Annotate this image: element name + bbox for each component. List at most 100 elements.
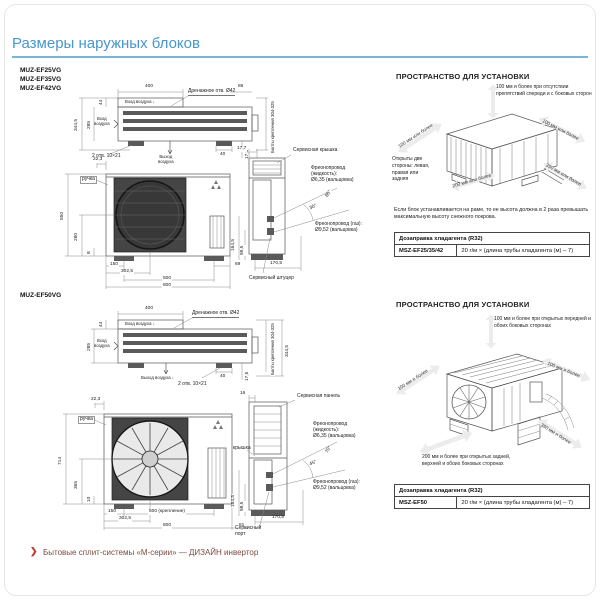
table2-header: Дозаправка хладагента (R32) <box>394 484 590 497</box>
refrigerant-table-2: Дозаправка хладагента (R32) MSZ-EF50 20 … <box>393 484 590 509</box>
dim-400: 400 <box>144 84 155 90</box>
space1-open-note: Открыты две стороны: левая, правая или з… <box>392 156 430 183</box>
u2-inlet-top-label: Вход воздуха ↓ <box>124 321 156 327</box>
u2-bolts-label: Болты крепления 304-325 <box>270 322 276 376</box>
dim-344-5: 344,5 <box>285 343 291 358</box>
title-underline <box>12 56 588 58</box>
dim-69: 69 <box>234 262 242 268</box>
space1-drawing <box>445 113 565 187</box>
u1-service-port-label: Сервисный штуцер <box>249 275 294 281</box>
dim-22-3: 22,3 <box>90 397 102 403</box>
u1-liquid-pipe-label: Фреонопровод(жидкость):Ø6,35 (вальцовка) <box>311 165 354 183</box>
u1-front-view-drawing <box>65 161 231 289</box>
space2-top-note: 100 мм и более при открытых передней и о… <box>494 316 591 329</box>
u1-handle-label: ручка <box>80 176 97 184</box>
u1-top-view-drawing <box>79 89 268 158</box>
u2-handle-label: ручка <box>78 416 95 424</box>
table2-value: 20 г/м × (длина трубы хладагента (м) – 7… <box>456 496 590 509</box>
table1-header: Дозаправка хладагента (R32) <box>394 232 590 245</box>
dim-40: 40 <box>219 152 227 158</box>
space2-diagram: 100 мм и более при открытых передней и о… <box>392 312 598 480</box>
refrigerant-table-1: Дозаправка хладагента (R32) MSZ-EF25/35/… <box>393 232 590 257</box>
dim-164-5: 164,5 <box>231 237 237 252</box>
u2-top-view: 400 Вход воздуха ↓ Дренажное отв. Ø42 28… <box>70 306 305 400</box>
u2-outlet-label: Выход воздуха ↓ <box>140 375 175 381</box>
space2-back-note: 200 мм и более при открытых задней, верх… <box>422 454 511 467</box>
dim-170-5: 170,5 <box>271 515 286 521</box>
dim-16: 16 <box>239 391 247 397</box>
u2-side-view-drawing <box>238 395 346 529</box>
u2-liquid-pipe-label: Фреонопровод(жидкость):Ø6,35 (вальцовка) <box>313 421 356 439</box>
dim-40: 40 <box>219 374 227 380</box>
u2-front-view: 22,3 ручка 714 365 10 150 500 (крепление… <box>58 397 258 538</box>
footer-series-label: Бытовые сплит-системы «М-серии» — ДИЗАЙН… <box>43 548 259 557</box>
dim-44: 44 <box>99 98 105 106</box>
footer-chevron-icon: ❯ <box>30 546 38 556</box>
page-title: Размеры наружных блоков <box>12 35 200 52</box>
mitsubishi-logo-icon <box>211 180 221 189</box>
model-muz-ef50vg: MUZ-EF50VG <box>20 292 62 299</box>
dim-302-5: 302,5 <box>118 516 133 522</box>
model-muz-ef25vg: MUZ-EF25VG <box>20 67 62 74</box>
space1-top-note: 100 мм и более при отсутствии препятстви… <box>496 84 592 97</box>
model-list: MUZ-EF25VG MUZ-EF35VG MUZ-EF42VG <box>20 66 61 93</box>
space1-frame-note: Если блок устанавливается на раме, то ее… <box>394 207 589 221</box>
dim-302-5: 302,5 <box>120 269 135 275</box>
u1-gas-pipe-label: Фреонопровод (газ):Ø9,52 (вальцовка) <box>315 221 362 233</box>
u1-service-cover-label: Сервисная крышка <box>293 147 338 153</box>
mitsubishi-logo-icon <box>213 420 223 429</box>
u1-front-view: 22,3 ручка 550 280 8 150 302,5 500 800 6… <box>58 157 253 294</box>
dim-714: 714 <box>58 455 64 466</box>
u2-front-view-drawing <box>63 401 248 530</box>
dim-98-5: 98,5 <box>240 500 246 512</box>
dim-22-3: 22,3 <box>92 157 104 163</box>
dim-285: 285 <box>87 341 93 352</box>
u2-drain-label: Дренажное отв. Ø42 <box>192 310 240 318</box>
dim-500-krep: 500 (крепление) <box>148 509 187 515</box>
dim-150: 150 <box>109 262 120 268</box>
dim-280: 280 <box>74 231 80 242</box>
u2-gas-pipe-label: Фреонопровод (газ):Ø9,52 (вальцовка) <box>313 479 360 491</box>
table1-model: MSZ-EF25/35/42 <box>393 244 458 257</box>
dim-81: 81 <box>238 523 246 529</box>
space1-heading: ПРОСТРАНСТВО ДЛЯ УСТАНОВКИ <box>396 72 530 81</box>
model-muz-ef42vg: MUZ-EF42VG <box>20 85 62 92</box>
table1-value: 20 г/м × (длина трубы хладагента (м) – 7… <box>456 244 590 257</box>
dim-17-7: 17,7 <box>236 146 248 152</box>
u2-top-view-drawing <box>91 311 284 380</box>
dim-285: 285 <box>87 119 93 130</box>
dim-44: 44 <box>99 320 105 328</box>
dim-164-5: 164,5 <box>231 493 237 508</box>
u2-service-panel-label: Сервисная панель <box>297 393 341 399</box>
dim-500: 500 <box>162 276 173 282</box>
dim-8: 8 <box>87 250 93 255</box>
dim-86: 86 <box>237 84 245 90</box>
dim-17-5: 17,5 <box>245 370 251 382</box>
u2-side-view: 16 Сервисная панель крышка Фреонопровод(… <box>231 391 388 542</box>
dim-365: 365 <box>74 479 80 490</box>
space2-heading: ПРОСТРАНСТВО ДЛЯ УСТАНОВКИ <box>396 300 530 309</box>
table2-model: MSZ-EF50 <box>393 496 458 509</box>
u1-holes-label: 2 отв. 10×21 <box>92 153 121 159</box>
dim-400: 400 <box>144 306 155 312</box>
u1-side-view: 17,7 Сервисная крышка Фреонопровод(жидко… <box>231 146 388 288</box>
u1-drain-label: Дренажное отв. Ø42 <box>188 88 236 96</box>
dim-170-5: 170,5 <box>269 261 284 267</box>
dim-10: 10 <box>87 495 93 503</box>
u2-holes-label: 2 отв. 10×21 <box>178 381 207 387</box>
dim-800: 800 <box>162 283 173 289</box>
dim-550: 550 <box>60 210 66 221</box>
model-muz-ef35vg: MUZ-EF35VG <box>20 76 62 83</box>
dim-150: 150 <box>107 509 118 515</box>
dim-344-5: 344,5 <box>74 117 80 132</box>
u1-top-view: 400 Вход воздуха ↓ Дренажное отв. Ø42 86… <box>70 84 285 178</box>
dim-99-5: 99,5 <box>240 244 246 256</box>
u1-inlet-top-label: Вход воздуха ↓ <box>124 99 156 105</box>
dim-800: 800 <box>162 523 173 529</box>
space1-diagram: 100 мм и более при отсутствии препятстви… <box>392 84 598 204</box>
